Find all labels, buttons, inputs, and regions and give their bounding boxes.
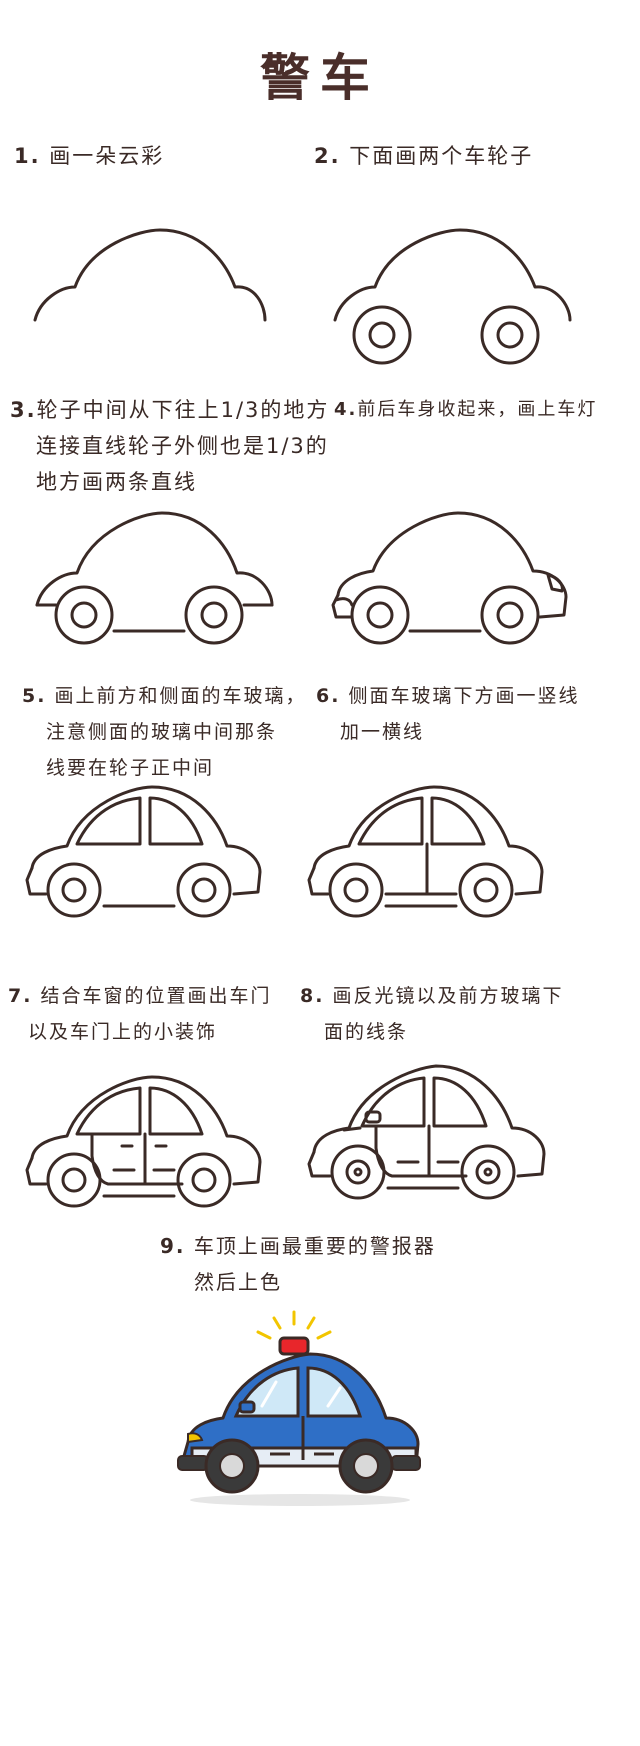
step-7-doors-drawing — [25, 1075, 262, 1208]
step-2-text: 2. 下面画两个车轮子 — [314, 144, 534, 168]
step-6-door-lines-drawing — [307, 785, 544, 918]
step-3-text: 3.轮子中间从下往上1/3的地方 连接直线轮子外侧也是1/3的 地方画两条直线 — [10, 398, 330, 494]
step-8-mirror-drawing — [307, 1064, 546, 1200]
step-1-text: 1. 画一朵云彩 — [14, 144, 165, 168]
step-9-police-car-drawing — [177, 1310, 421, 1506]
step-4-text: 4.前后车身收起来，画上车灯 — [334, 399, 598, 420]
step-8-text: 8. 画反光镜以及前方玻璃下 面的线条 — [300, 985, 564, 1043]
step-3-body-drawing — [35, 511, 274, 645]
step-5-windows-drawing — [25, 785, 262, 918]
step-7-text: 7. 结合车窗的位置画出车门 以及车门上的小装饰 — [8, 985, 272, 1043]
step-9-text: 9. 车顶上画最重要的警报器 然后上色 — [160, 1234, 436, 1294]
step-5-text: 5. 画上前方和侧面的车玻璃， 注意侧面的玻璃中间那条 线要在轮子正中间 — [22, 685, 307, 779]
step-4-lights-drawing — [331, 511, 568, 645]
step-2-wheels-drawing — [333, 228, 572, 365]
step-1-cloud-drawing — [33, 228, 267, 322]
step-6-text: 6. 侧面车玻璃下方画一竖线 加一横线 — [316, 685, 580, 743]
page-title: 警车 — [260, 49, 380, 107]
